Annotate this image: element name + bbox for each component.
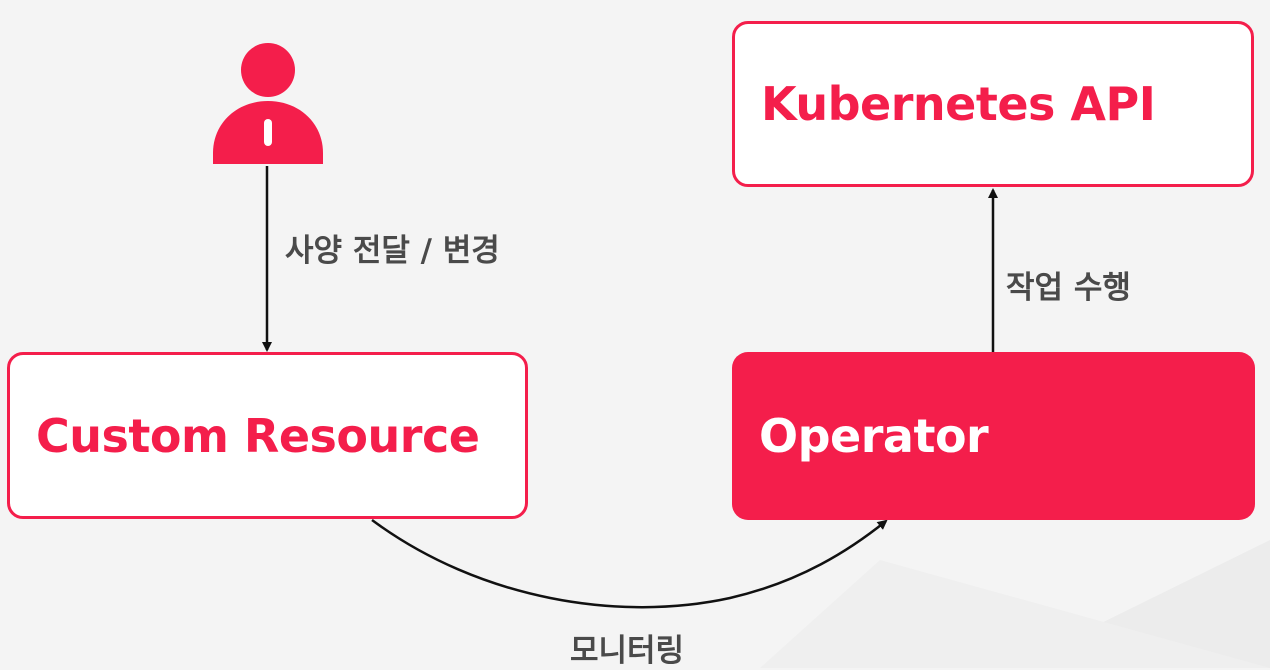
edge-label-monitoring: 모니터링	[570, 633, 685, 669]
custom-resource-label: Custom Resource	[36, 408, 480, 463]
arrow-custom-resource-to-operator	[371, 518, 888, 609]
kubernetes-api-label: Kubernetes API	[761, 77, 1156, 131]
custom-resource-box: Custom Resource	[7, 352, 528, 519]
user-icon	[213, 43, 323, 164]
kubernetes-api-box: Kubernetes API	[732, 21, 1254, 187]
edge-label-perform-work: 작업 수행	[1006, 270, 1131, 306]
operator-label: Operator	[759, 409, 989, 463]
edge-label-spec-change: 사양 전달 / 변경	[285, 233, 500, 269]
operator-box: Operator	[732, 352, 1255, 520]
